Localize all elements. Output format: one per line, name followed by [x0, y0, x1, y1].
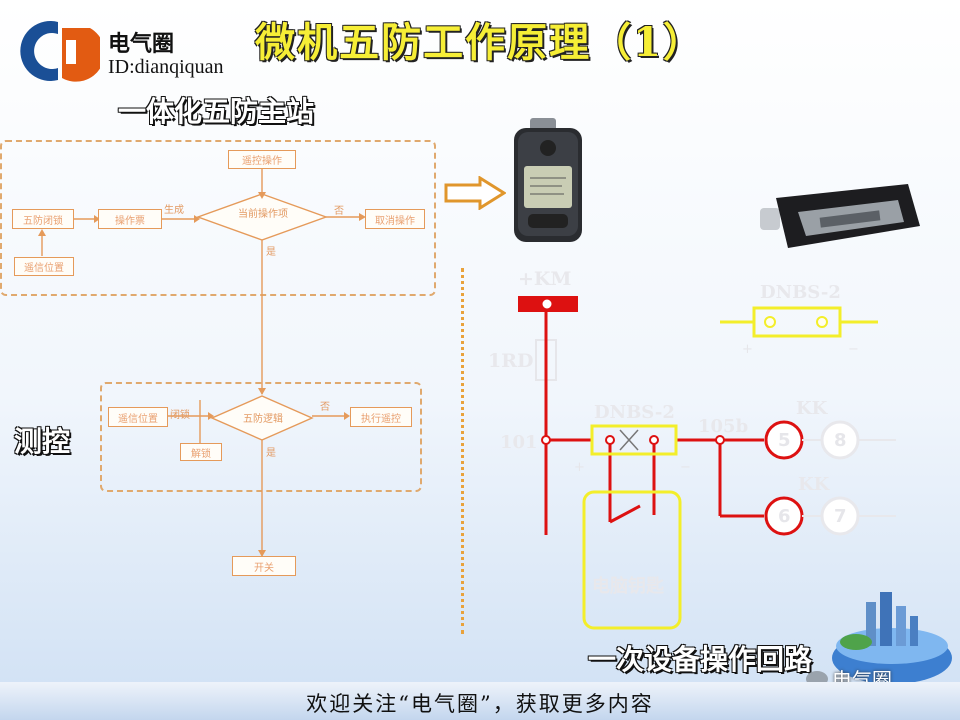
key-connector-icon: [760, 184, 920, 248]
plus-label-top: +: [742, 342, 753, 357]
section-title-main: 一体化五防主站: [118, 95, 315, 128]
section-title-measure: 测控: [14, 425, 71, 458]
lock-label: 闭锁: [170, 410, 190, 421]
node-101-label: 101: [500, 432, 538, 453]
no-label-bottom: 否: [320, 402, 330, 413]
minus-label-mid: −: [680, 460, 691, 475]
contact-6-label: 6: [778, 506, 791, 527]
kk-top-label: KK: [796, 398, 828, 419]
flowchart-connectors: [38, 168, 366, 557]
remote-pos-box-top: 遥信位置: [14, 257, 74, 276]
km-label: +KM: [518, 268, 572, 290]
dnbs-top-label: DNBS-2: [760, 282, 841, 303]
remote-op-box: 遥控操作: [228, 150, 296, 169]
section-title-circuit: 一次设备操作回路: [588, 643, 813, 676]
contact-5-label: 5: [778, 430, 791, 451]
generate-label: 生成: [164, 205, 184, 216]
circuit-diagram: [518, 296, 896, 630]
kk-bottom-label: KK: [798, 474, 830, 495]
plus-label-mid: +: [574, 460, 585, 475]
yes-label-top: 是: [266, 247, 276, 258]
key-box-label: 电脑钥匙: [592, 576, 664, 597]
logo-id: ID:dianqiquan: [108, 56, 224, 78]
rd-label: 1RD: [488, 350, 534, 372]
no-label-top: 否: [334, 206, 344, 217]
city-globe-icon: [832, 592, 952, 684]
switch-end-box: 开关: [232, 556, 296, 576]
divider-dotted: [461, 268, 464, 634]
contact-7-label: 7: [834, 506, 847, 527]
dnbs-mid-label: DNBS-2: [594, 402, 675, 423]
footer-bar: [0, 682, 960, 720]
execute-box: 执行遥控: [350, 407, 412, 427]
right-arrow-icon: [444, 176, 506, 210]
manual-box: 解锁: [180, 443, 222, 461]
cancel-op-box: 取消操作: [365, 209, 425, 229]
yes-label-bottom: 是: [266, 448, 276, 459]
footer-text: 欢迎关注“电气圈”，获取更多内容: [306, 692, 654, 716]
master-station-frame: [0, 140, 436, 296]
handheld-terminal-icon: [514, 118, 582, 242]
remote-pos-box-bottom: 遥信位置: [108, 407, 168, 427]
logo: 电气圈 ID:dianqiquan: [20, 18, 280, 88]
logo-name: 电气圈: [108, 32, 175, 57]
check-label: 五防逻辑: [243, 414, 283, 425]
slide-title: 微机五防工作原理（1）: [255, 19, 705, 66]
decision-label: 当前操作项: [238, 209, 288, 220]
contact-8-label: 8: [834, 430, 847, 451]
measure-control-frame: [100, 382, 422, 492]
node-105b-label: 105b: [698, 416, 749, 437]
five-lock-box: 五防闭锁: [12, 209, 74, 229]
minus-label-top: −: [848, 342, 859, 357]
op-ticket-box: 操作票: [98, 209, 162, 229]
logo-mark-icon: [20, 21, 100, 82]
